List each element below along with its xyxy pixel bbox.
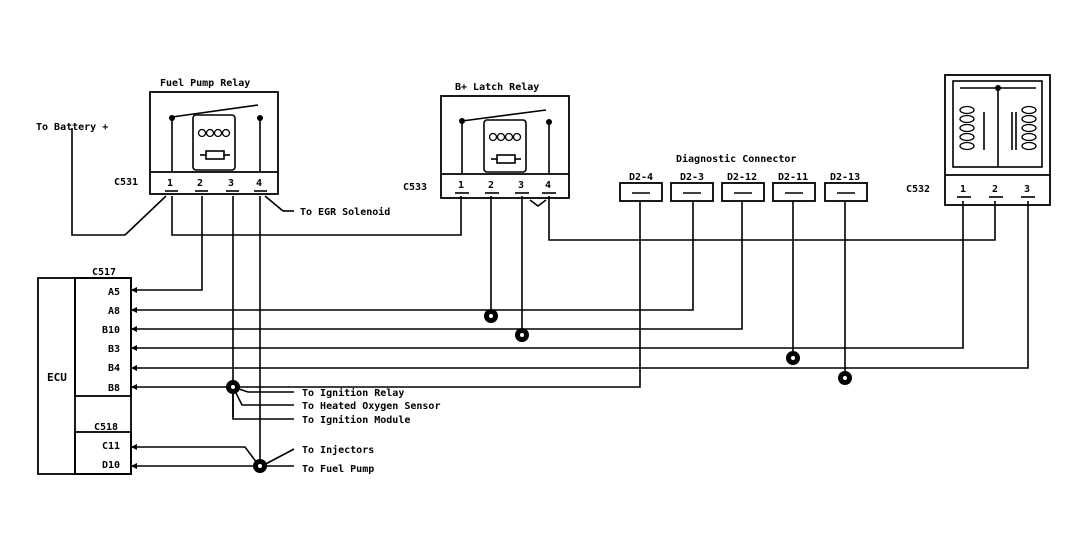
ecu: ECU C517 C518 A5 A8 B10 B3 B4 B8 C11 D10 [37, 267, 132, 475]
svg-text:C11: C11 [102, 441, 120, 452]
svg-text:2: 2 [992, 184, 998, 195]
label-injectors: To Injectors [302, 444, 374, 456]
relay-coil-icon [483, 119, 527, 173]
svg-text:4: 4 [545, 180, 551, 191]
svg-text:3: 3 [518, 180, 524, 191]
svg-text:D2-4: D2-4 [629, 172, 653, 183]
b-latch-relay-title: B+ Latch Relay [455, 82, 539, 93]
svg-text:3: 3 [228, 178, 234, 189]
diag-pin-d2-13 [824, 182, 868, 202]
diagnostic-connector: Diagnostic Connector D2-4 D2-3 D2-12 D2-… [619, 153, 868, 202]
c532-component: C532 1 2 3 [906, 74, 1051, 206]
fuel-pump-relay: Fuel Pump Relay C531 1 2 3 4 [114, 78, 279, 195]
svg-text:3: 3 [1024, 184, 1030, 195]
svg-text:1: 1 [960, 184, 966, 195]
diag-pin-d2-3 [670, 182, 714, 202]
b-latch-relay-body [440, 95, 570, 199]
svg-text:4: 4 [256, 178, 262, 189]
label-to-battery: To Battery + [36, 122, 108, 133]
c518-block [74, 431, 132, 475]
svg-text:D10: D10 [102, 460, 120, 471]
connector-label-c518: C518 [94, 422, 118, 433]
label-ignition-relay: To Ignition Relay [302, 387, 404, 399]
svg-text:D2-13: D2-13 [830, 172, 860, 183]
relay-resistor-icon [205, 150, 225, 160]
svg-text:B4: B4 [108, 363, 120, 374]
svg-text:1: 1 [167, 178, 173, 189]
label-fuel-pump: To Fuel Pump [302, 464, 374, 475]
svg-text:D2-12: D2-12 [727, 172, 757, 183]
svg-text:A8: A8 [108, 306, 120, 317]
arrow-icons [131, 287, 137, 469]
diag-pin-d2-4 [619, 182, 663, 202]
splice-junctions [226, 309, 852, 473]
svg-text:D2-11: D2-11 [778, 172, 808, 183]
fuel-pump-relay-title: Fuel Pump Relay [160, 78, 250, 89]
connector-label-c533: C533 [403, 182, 427, 193]
svg-text:B8: B8 [108, 383, 120, 394]
diagnostic-connector-title: Diagnostic Connector [676, 153, 796, 165]
wire-labels: To Battery + To EGR Solenoid To Ignition… [36, 122, 440, 475]
label-egr-solenoid: To EGR Solenoid [300, 206, 390, 218]
svg-text:2: 2 [197, 178, 203, 189]
diag-pin-d2-11 [772, 182, 816, 202]
c532-body [944, 74, 1051, 206]
svg-text:B10: B10 [102, 325, 120, 336]
svg-text:D2-3: D2-3 [680, 172, 704, 183]
svg-text:2: 2 [488, 180, 494, 191]
connector-label-c532: C532 [906, 184, 930, 195]
label-ignition-module: To Ignition Module [302, 414, 410, 426]
coil-icon [959, 105, 1037, 151]
relay-coil-icon [192, 114, 236, 171]
connector-label-c531: C531 [114, 177, 138, 188]
ecu-label: ECU [47, 371, 67, 384]
fuel-pump-relay-body [149, 91, 279, 195]
connector-label-c517: C517 [92, 267, 116, 278]
svg-text:A5: A5 [108, 287, 120, 298]
c517-block [74, 277, 132, 397]
svg-text:1: 1 [458, 180, 464, 191]
relay-switch-contact [171, 104, 259, 118]
b-latch-relay: B+ Latch Relay C533 1 2 3 4 [403, 82, 570, 199]
label-heated-oxygen-sensor: To Heated Oxygen Sensor [302, 401, 440, 412]
svg-text:B3: B3 [108, 344, 120, 355]
wires [71, 128, 1029, 468]
relay-resistor-icon [496, 154, 516, 164]
diag-pin-d2-12 [721, 182, 765, 202]
